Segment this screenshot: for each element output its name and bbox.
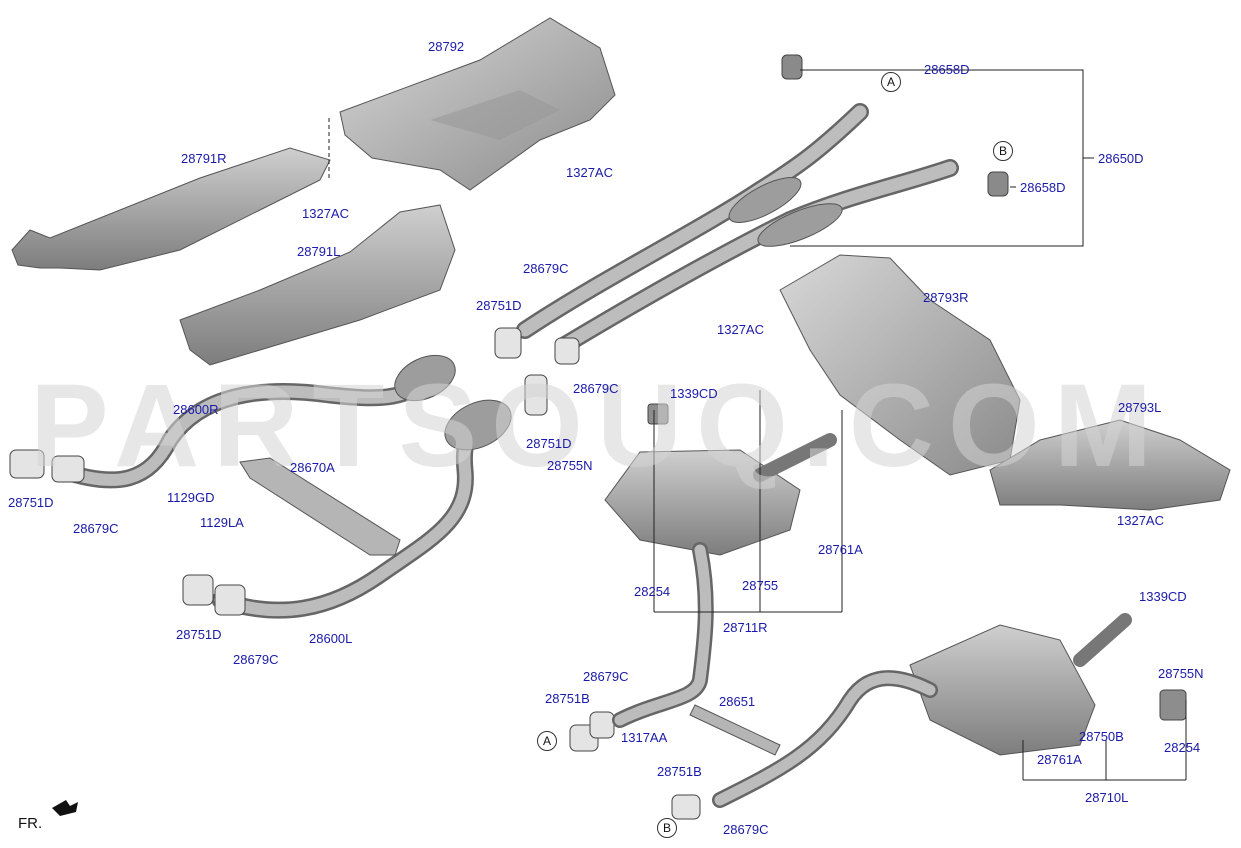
part-label-1327AC[interactable]: 1327AC — [717, 322, 764, 337]
ref-marker-b-bottom: B — [657, 818, 677, 838]
leader-lines — [328, 69, 1187, 781]
part-label-28254[interactable]: 28254 — [634, 584, 671, 599]
front-pipe-28600R — [51, 354, 456, 489]
bracket-28670A — [239, 457, 401, 556]
rubber-hanger-a — [781, 54, 803, 80]
part-label-28791R[interactable]: 28791R — [181, 151, 227, 166]
ref-marker-b-top: B — [993, 141, 1013, 161]
part-label-28792[interactable]: 28792 — [428, 39, 465, 54]
part-label-28679C[interactable]: 28679C — [583, 669, 629, 684]
part-label-1339CD[interactable]: 1339CD — [670, 386, 718, 401]
part-label-28658D[interactable]: 28658D — [1020, 180, 1066, 195]
part-label-28650D[interactable]: 28650D — [1098, 151, 1144, 166]
rubber-hanger-b — [987, 171, 1009, 197]
part-label-28658D[interactable]: 28658D — [924, 62, 970, 77]
part-label-1327AC[interactable]: 1327AC — [302, 206, 349, 221]
actuator-right — [647, 403, 669, 425]
part-label-28793L[interactable]: 28793L — [1118, 400, 1162, 415]
part-label-1327AC[interactable]: 1327AC — [566, 165, 613, 180]
ref-marker-a-bottom: A — [537, 731, 557, 751]
front-arrow-icon — [52, 800, 78, 816]
part-label-28751B[interactable]: 28751B — [657, 764, 702, 779]
part-label-28761A[interactable]: 28761A — [1037, 752, 1082, 767]
ref-marker-a-top: A — [881, 72, 901, 92]
part-label-1129GD[interactable]: 1129GD — [167, 490, 215, 505]
part-label-28793R[interactable]: 28793R — [923, 290, 969, 305]
part-label-28711R[interactable]: 28711R — [723, 620, 768, 635]
part-label-1327AC[interactable]: 1327AC — [1117, 513, 1164, 528]
part-label-28679C[interactable]: 28679C — [233, 652, 279, 667]
muffler-28710L — [712, 613, 1132, 808]
orientation-label: FR. — [18, 815, 43, 832]
muffler-28711R — [604, 433, 837, 728]
part-label-28670A[interactable]: 28670A — [290, 460, 335, 475]
part-label-28755N[interactable]: 28755N — [547, 458, 593, 473]
heat-shield-28793R — [779, 254, 1021, 476]
part-label-28755N[interactable]: 28755N — [1158, 666, 1204, 681]
heat-shield-28792 — [339, 17, 616, 191]
part-label-1317AA[interactable]: 1317AA — [621, 730, 668, 745]
gaskets — [9, 327, 701, 820]
front-pipe-28600L — [211, 399, 512, 619]
part-label-28751D[interactable]: 28751D — [8, 495, 54, 510]
part-label-28791L[interactable]: 28791L — [297, 244, 341, 259]
stay-28651 — [689, 704, 781, 756]
part-label-28751B[interactable]: 28751B — [545, 691, 590, 706]
part-label-28651[interactable]: 28651 — [719, 694, 756, 709]
part-label-1339CD[interactable]: 1339CD — [1139, 589, 1187, 604]
part-label-28679C[interactable]: 28679C — [523, 261, 569, 276]
part-label-28761A[interactable]: 28761A — [818, 542, 863, 557]
part-label-1129LA[interactable]: 1129LA — [200, 515, 244, 530]
part-label-28679C[interactable]: 28679C — [73, 521, 119, 536]
front-pipe-28650D — [516, 103, 959, 354]
part-label-28751D[interactable]: 28751D — [526, 436, 572, 451]
part-label-28679C[interactable]: 28679C — [573, 381, 619, 396]
part-label-28750B[interactable]: 28750B — [1079, 729, 1124, 744]
part-label-28679C[interactable]: 28679C — [723, 822, 769, 837]
heat-shield-28791L — [179, 204, 456, 366]
part-label-28600R[interactable]: 28600R — [173, 402, 219, 417]
heat-shield-28793L — [989, 419, 1231, 511]
heat-shield-28791R — [11, 147, 331, 271]
part-label-28710L[interactable]: 28710L — [1085, 790, 1129, 805]
part-label-28755[interactable]: 28755 — [742, 578, 779, 593]
actuator-left — [1159, 689, 1187, 721]
part-label-28751D[interactable]: 28751D — [476, 298, 522, 313]
part-label-28254[interactable]: 28254 — [1164, 740, 1201, 755]
part-label-28751D[interactable]: 28751D — [176, 627, 222, 642]
part-label-28600L[interactable]: 28600L — [309, 631, 353, 646]
